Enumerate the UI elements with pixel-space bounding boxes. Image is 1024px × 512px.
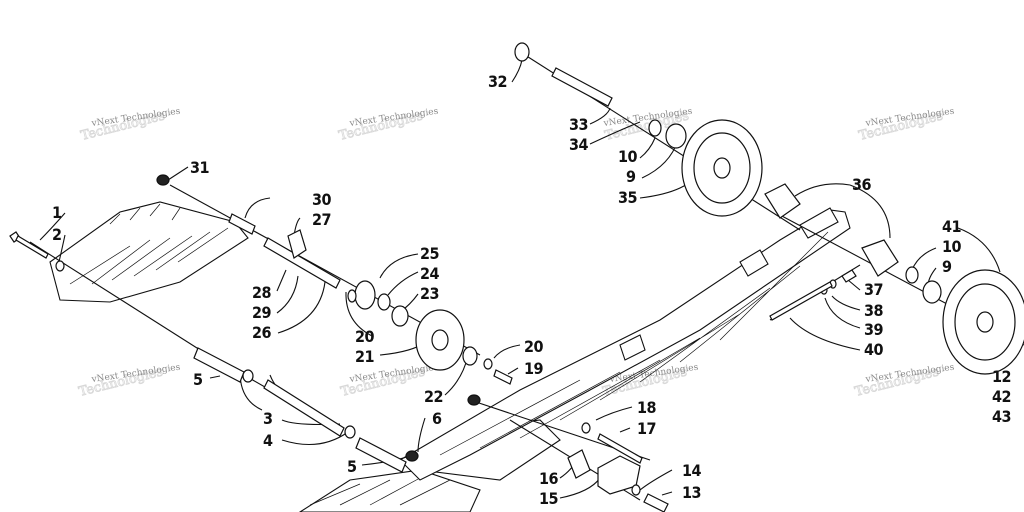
snap-ring: [242, 369, 254, 383]
washer: [581, 422, 591, 434]
wheel-hub: [713, 157, 731, 179]
callout-2: 2: [52, 225, 62, 244]
callout-29: 29: [252, 303, 272, 322]
callout-5-lower: 5: [347, 457, 357, 476]
washer: [347, 289, 357, 303]
callout-40: 40: [864, 340, 884, 359]
callout-36: 36: [852, 175, 872, 194]
hub: [764, 183, 801, 219]
callout-37: 37: [864, 280, 883, 299]
callout-13: 13: [682, 483, 701, 502]
spacer: [567, 449, 591, 479]
bolt: [597, 433, 643, 464]
callout-18: 18: [637, 398, 657, 417]
bolt-shank: [15, 235, 49, 259]
callout-28: 28: [252, 283, 272, 302]
snap-ring: [905, 266, 919, 284]
callout-5-upper: 5: [193, 370, 203, 389]
callout-9-right: 9: [942, 257, 952, 276]
spacer: [193, 347, 245, 383]
washer: [514, 42, 530, 62]
callout-41: 41: [942, 217, 962, 236]
nut: [405, 450, 419, 462]
shaft: [263, 379, 345, 437]
bearing: [665, 123, 687, 149]
bearing: [922, 280, 942, 304]
callout-6: 6: [432, 409, 442, 428]
callout-22: 22: [424, 387, 443, 406]
watermark: Technologies vNext Technologies: [337, 107, 439, 145]
callout-19: 19: [524, 359, 544, 378]
washer: [55, 260, 65, 272]
callout-4: 4: [263, 431, 273, 450]
callout-26: 26: [252, 323, 272, 342]
callout-10-upper: 10: [618, 147, 638, 166]
washer: [483, 358, 493, 370]
callout-12: 12: [992, 367, 1011, 386]
long-bolt: [769, 281, 833, 321]
callout-21: 21: [355, 347, 375, 366]
right-slide-rail: [399, 207, 851, 481]
bearing: [391, 305, 409, 327]
callout-20-left: 20: [355, 327, 375, 346]
callout-20-right: 20: [524, 337, 544, 356]
nut: [467, 394, 481, 406]
watermark: Technologies vNext Technologies: [857, 107, 955, 145]
callout-14: 14: [682, 461, 702, 480]
nut: [156, 174, 170, 186]
callout-35: 35: [618, 188, 638, 207]
callout-34: 34: [569, 135, 589, 154]
snap-ring: [344, 425, 356, 439]
callout-32: 32: [488, 72, 507, 91]
bolt: [643, 493, 669, 512]
callout-17: 17: [637, 419, 656, 438]
callout-23: 23: [420, 284, 439, 303]
callout-27: 27: [312, 210, 331, 229]
callout-31: 31: [190, 158, 210, 177]
watermark: Technologies vNext Technologies: [853, 363, 955, 401]
spacer: [493, 369, 513, 385]
snap-ring: [377, 293, 391, 311]
wheel-hub: [431, 329, 449, 351]
washer: [631, 484, 641, 496]
wheel-hub: [976, 311, 994, 333]
callout-33: 33: [569, 115, 588, 134]
callout-15: 15: [539, 489, 559, 508]
watermark: Technologies vNext Technologies: [79, 107, 181, 145]
axle: [551, 67, 613, 107]
callout-3: 3: [263, 409, 273, 428]
callout-39: 39: [864, 320, 884, 339]
callout-43: 43: [992, 407, 1011, 426]
bearing: [354, 280, 376, 310]
callout-24: 24: [420, 264, 440, 283]
callout-38: 38: [864, 301, 884, 320]
arm-shaft: [263, 237, 341, 289]
callout-25: 25: [420, 244, 440, 263]
spacer: [355, 437, 407, 473]
callout-1: 1: [52, 203, 62, 222]
callout-9-upper: 9: [626, 167, 636, 186]
watermark: Technologies vNext Technologies: [77, 363, 181, 401]
spacer: [841, 269, 857, 283]
washer: [462, 346, 478, 366]
parts: [9, 42, 1024, 512]
callout-16: 16: [539, 469, 559, 488]
callout-42: 42: [992, 387, 1011, 406]
snap-ring: [648, 119, 662, 137]
bracket: [287, 229, 307, 259]
callouts: 1 2 3 4 5 5 6 9 9 10 10 12 13 14 15 16 1…: [52, 72, 1012, 508]
spacer: [228, 213, 256, 235]
hub: [861, 239, 899, 277]
callout-30: 30: [312, 190, 332, 209]
callout-10-right: 10: [942, 237, 962, 256]
